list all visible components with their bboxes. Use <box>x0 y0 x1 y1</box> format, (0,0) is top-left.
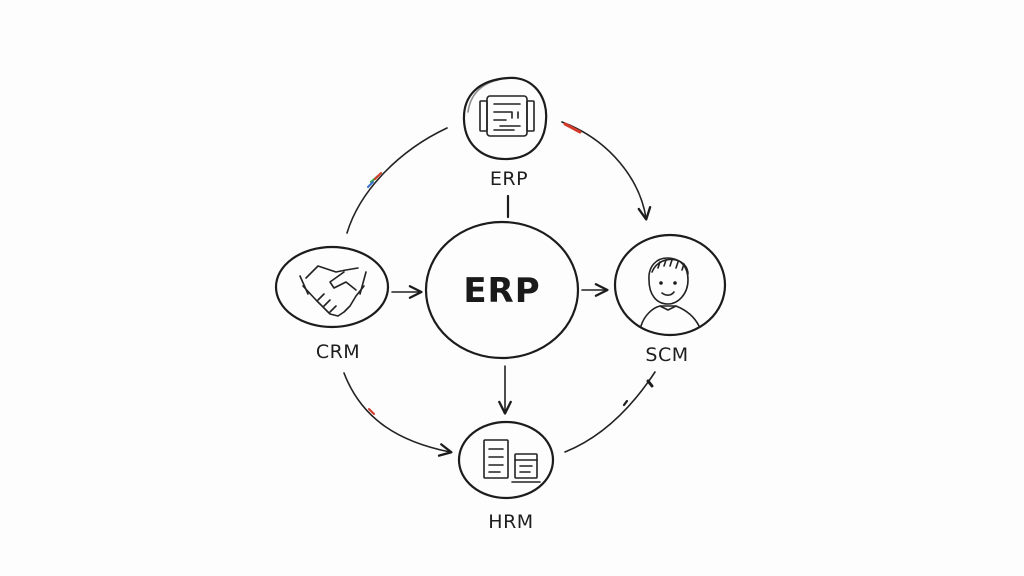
scm-to-hrm-arc <box>564 371 656 453</box>
bottom-node-circle <box>457 420 555 500</box>
files-icon <box>483 439 541 483</box>
crm-to-hrm-arc <box>343 372 453 457</box>
erp-to-scm-arc <box>561 121 652 221</box>
left-node-label: CRM <box>315 341 361 363</box>
right-node-label: SCM <box>645 344 689 366</box>
left-node-circle <box>274 245 390 329</box>
center-circle <box>424 220 580 360</box>
right-node-circle <box>613 233 727 337</box>
center-label: ERP <box>463 271 541 311</box>
person-icon <box>640 257 700 327</box>
document-icon <box>479 95 535 137</box>
top-node-label: ERP <box>489 168 529 190</box>
handshake-icon <box>299 265 367 317</box>
bottom-node-label: HRM <box>488 511 534 533</box>
top-node-circle <box>462 76 548 161</box>
erp-to-crm-arc <box>346 127 448 234</box>
